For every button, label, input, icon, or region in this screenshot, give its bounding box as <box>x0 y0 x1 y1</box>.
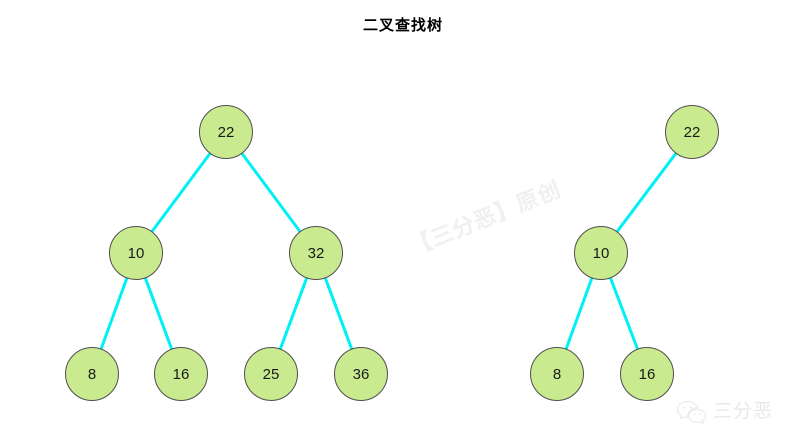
brand-footer: 三分恶 <box>676 400 773 424</box>
tree-node-label: 22 <box>217 123 235 141</box>
tree-node-8[interactable]: 8 <box>65 347 119 401</box>
tree-node-8[interactable]: 8 <box>530 347 584 401</box>
tree-node-label: 8 <box>87 365 97 383</box>
tree-edge <box>615 152 678 233</box>
tree-node-36[interactable]: 36 <box>334 347 388 401</box>
tree-edge <box>150 152 212 233</box>
tree-edge <box>564 276 594 351</box>
tree-node-32[interactable]: 32 <box>289 226 343 280</box>
tree-edge <box>143 276 174 351</box>
tree-node-22[interactable]: 22 <box>665 105 719 159</box>
tree-node-label: 22 <box>683 123 701 141</box>
tree-edge <box>323 276 354 351</box>
tree-node-label: 32 <box>307 244 325 262</box>
tree-node-label: 8 <box>552 365 562 383</box>
tree-edge <box>240 152 302 233</box>
tree-node-10[interactable]: 10 <box>574 226 628 280</box>
tree-node-label: 10 <box>127 244 145 262</box>
tree-edge <box>278 276 309 351</box>
tree-node-label: 10 <box>592 244 610 262</box>
tree-node-16[interactable]: 16 <box>154 347 208 401</box>
page-title: 二叉查找树 <box>362 17 443 34</box>
tree-node-16[interactable]: 16 <box>620 347 674 401</box>
wechat-icon <box>676 400 706 424</box>
brand-name: 三分恶 <box>713 401 774 422</box>
tree-node-label: 36 <box>352 365 370 383</box>
tree-node-label: 25 <box>262 365 280 383</box>
tree-edge <box>99 276 129 351</box>
tree-node-10[interactable]: 10 <box>109 226 163 280</box>
tree-node-22[interactable]: 22 <box>199 105 253 159</box>
tree-node-label: 16 <box>638 365 656 383</box>
tree-node-25[interactable]: 25 <box>244 347 298 401</box>
tree-edge <box>609 276 639 351</box>
tree-node-label: 16 <box>172 365 190 383</box>
